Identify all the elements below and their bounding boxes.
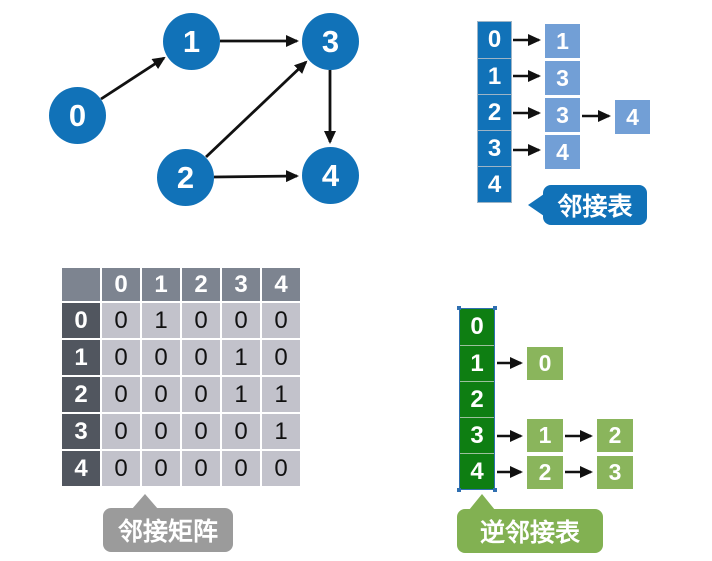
matrix-col-header-0: 0: [102, 268, 140, 301]
selection-handle: [493, 488, 497, 492]
matrix-row-header-0: 0: [62, 303, 100, 338]
adjacency-list-label: 邻接表: [528, 185, 647, 225]
adjacency-list-column: 0 1 2 3 4: [477, 21, 512, 203]
inverse-adjacency-list-label-text: 逆邻接表: [479, 519, 580, 547]
matrix-row-header-2: 2: [62, 377, 100, 412]
adjacency-list-label-text: 邻接表: [557, 193, 633, 221]
matrix-cell-1-3: 1: [222, 340, 260, 375]
matrix-cell-2-0: 0: [102, 377, 140, 412]
inverse-head-1: 1: [460, 345, 494, 381]
matrix-cell-0-2: 0: [182, 303, 220, 338]
inverse-head-3: 3: [460, 417, 494, 453]
matrix-col-header-3: 3: [222, 268, 260, 301]
matrix-col-header-1: 1: [142, 268, 180, 301]
graph-node-0: 0: [49, 87, 106, 144]
matrix-cell-4-2: 0: [182, 451, 220, 486]
matrix-cell-1-0: 0: [102, 340, 140, 375]
adjacency-head-1: 1: [478, 58, 511, 94]
matrix-row-header-1: 1: [62, 340, 100, 375]
selection-handle: [457, 488, 461, 492]
matrix-cell-2-1: 0: [142, 377, 180, 412]
inverse-adjacency-list-column: 0 1 2 3 4: [459, 308, 495, 490]
matrix-col-header-4: 4: [262, 268, 300, 301]
adjacency-matrix: 0 1 2 3 4 0 0 1 0 0 0 1 0 0 0 1 0 2 0 0 …: [62, 268, 300, 486]
adjacency-matrix-label-text: 邻接矩阵: [117, 518, 218, 546]
matrix-col-header-2: 2: [182, 268, 220, 301]
matrix-cell-3-2: 0: [182, 414, 220, 449]
matrix-cell-2-4: 1: [262, 377, 300, 412]
matrix-cell-0-4: 0: [262, 303, 300, 338]
matrix-cell-3-0: 0: [102, 414, 140, 449]
matrix-cell-4-0: 0: [102, 451, 140, 486]
adjacency-chain-cell-3-0: 4: [545, 135, 580, 169]
selection-handle: [457, 306, 461, 310]
graph-node-4: 4: [302, 147, 359, 204]
inverse-head-0: 0: [460, 309, 494, 345]
inverse-chain-cell-1-0: 0: [527, 347, 563, 380]
inverse-head-2: 2: [460, 381, 494, 417]
adjacency-head-3: 3: [478, 130, 511, 166]
matrix-cell-0-0: 0: [102, 303, 140, 338]
matrix-cell-1-2: 0: [182, 340, 220, 375]
matrix-cell-4-1: 0: [142, 451, 180, 486]
matrix-cell-4-3: 0: [222, 451, 260, 486]
matrix-row-header-4: 4: [62, 451, 100, 486]
graph-node-3: 3: [302, 13, 359, 70]
matrix-cell-2-2: 0: [182, 377, 220, 412]
graph-node-1: 1: [163, 13, 220, 70]
matrix-row-header-3: 3: [62, 414, 100, 449]
adjacency-matrix-label: 邻接矩阵: [103, 494, 233, 552]
inverse-chain-cell-4-1: 3: [597, 456, 633, 489]
adjacency-chain-cell-2-1: 4: [615, 100, 650, 134]
matrix-cell-0-3: 0: [222, 303, 260, 338]
inverse-head-4: 4: [460, 453, 494, 489]
graph-node-2: 2: [157, 149, 214, 206]
adjacency-head-2: 2: [478, 94, 511, 130]
edge-0-1: [100, 56, 166, 101]
matrix-cell-4-4: 0: [262, 451, 300, 486]
matrix-cell-3-3: 0: [222, 414, 260, 449]
matrix-cell-1-1: 0: [142, 340, 180, 375]
edge-2-4: [213, 170, 299, 183]
adjacency-chain-cell-0-0: 1: [545, 24, 580, 58]
edge-2-3: [205, 60, 308, 159]
selection-handle: [493, 306, 497, 310]
bubble-tail-up: [469, 494, 495, 510]
inverse-chain-cell-3-1: 2: [597, 419, 633, 452]
matrix-cell-0-1: 1: [142, 303, 180, 338]
adjacency-chain-cell-1-0: 3: [545, 61, 580, 95]
adjacency-chain-cell-2-0: 3: [545, 98, 580, 132]
matrix-corner-cell: [62, 268, 100, 301]
inverse-chain-cell-4-0: 2: [527, 456, 563, 489]
matrix-cell-3-4: 1: [262, 414, 300, 449]
bubble-tail-up: [132, 494, 158, 509]
matrix-cell-1-4: 0: [262, 340, 300, 375]
adjacency-head-0: 0: [478, 22, 511, 58]
matrix-cell-2-3: 1: [222, 377, 260, 412]
bubble-tail-left: [528, 194, 544, 216]
inverse-chain-cell-3-0: 1: [527, 419, 563, 452]
inverse-adjacency-list-label: 逆邻接表: [457, 494, 603, 553]
adjacency-head-4: 4: [478, 166, 511, 202]
matrix-cell-3-1: 0: [142, 414, 180, 449]
